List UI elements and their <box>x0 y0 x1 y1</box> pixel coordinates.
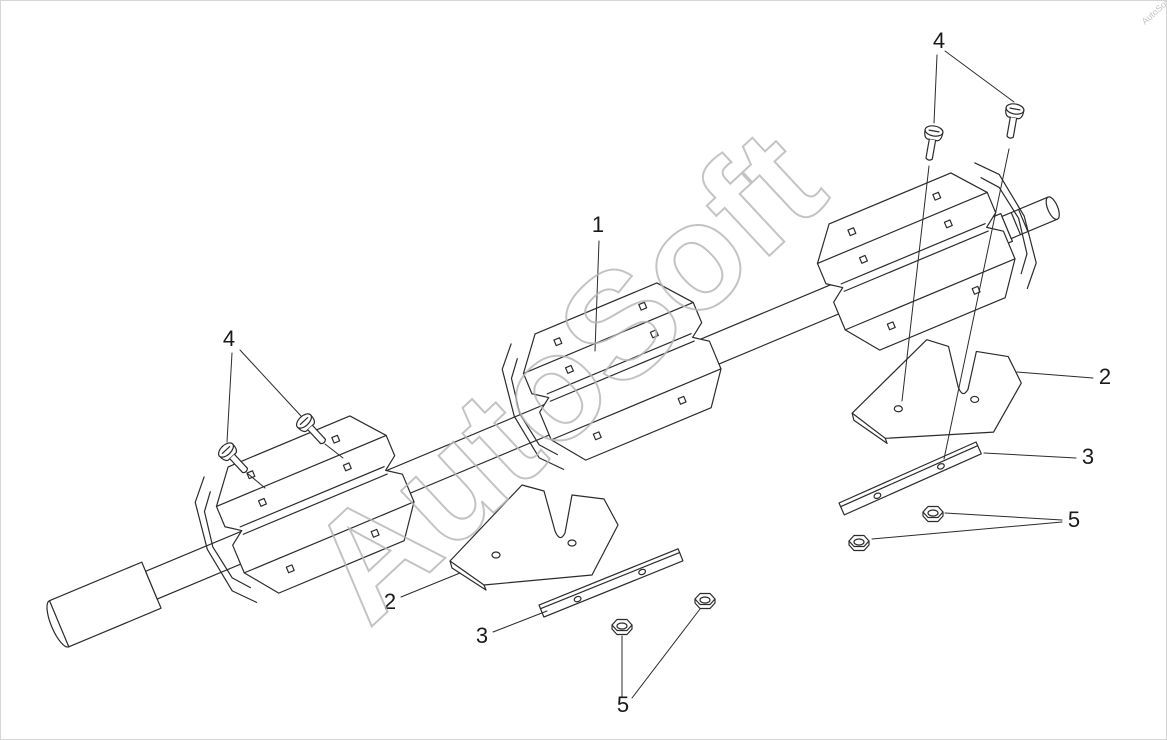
assembly-line-right-a <box>901 165 930 402</box>
callout-label-5-right: 5 <box>1068 507 1080 532</box>
drawing-lines <box>46 50 1094 699</box>
callout-label-3-right: 3 <box>1082 444 1094 469</box>
nut-right-b <box>922 505 944 523</box>
shaft-stub-groove <box>1017 208 1029 233</box>
leader-line-4-right-b <box>944 50 1015 103</box>
assembly-line-left-b <box>324 443 344 459</box>
callout-label-2-right: 2 <box>1099 364 1111 389</box>
nut-middle-b <box>694 592 716 610</box>
callout-label-4-right: 4 <box>933 28 945 53</box>
leader-line-2-middle <box>400 572 461 598</box>
leader-lines <box>226 50 1094 699</box>
blade-plate-right <box>850 336 1024 449</box>
callout-label-3-middle: 3 <box>476 623 488 648</box>
callout-labels: 1 4 4 2 3 5 2 3 5 <box>223 28 1111 717</box>
callout-label-5-middle: 5 <box>617 692 629 717</box>
leader-line-4-left-a <box>226 352 233 443</box>
nut-right-a <box>848 534 870 552</box>
leader-line-2-right <box>1016 371 1094 379</box>
shaft-right-end-cap <box>1045 196 1060 220</box>
leader-line-5-right-a <box>944 512 1063 521</box>
leader-line-4-right-a <box>933 54 938 124</box>
shaft-left-journal <box>48 561 162 648</box>
leader-line-3-right <box>983 452 1077 459</box>
screw-right-a <box>919 123 945 163</box>
watermark-corner-text: AutoSoft <box>1140 1 1167 26</box>
callout-label-2-middle: 2 <box>384 589 396 614</box>
callout-label-4-left: 4 <box>223 326 235 351</box>
leader-line-3-middle <box>492 610 548 633</box>
leader-line-5-right-b <box>871 521 1063 540</box>
shaft-stub-groove <box>1010 211 1022 236</box>
leader-line-5-middle-b <box>631 608 701 699</box>
nut-middle-a <box>611 618 633 636</box>
leader-line-1 <box>594 240 600 352</box>
screw-right-b <box>1000 101 1026 141</box>
rotor-right <box>804 152 1052 360</box>
assembly-line-right-b <box>943 148 1010 460</box>
leader-line-4-left-b <box>239 349 302 417</box>
strip-right <box>838 441 982 516</box>
callout-label-1: 1 <box>592 212 604 237</box>
assembly-line-left-a <box>246 472 266 489</box>
